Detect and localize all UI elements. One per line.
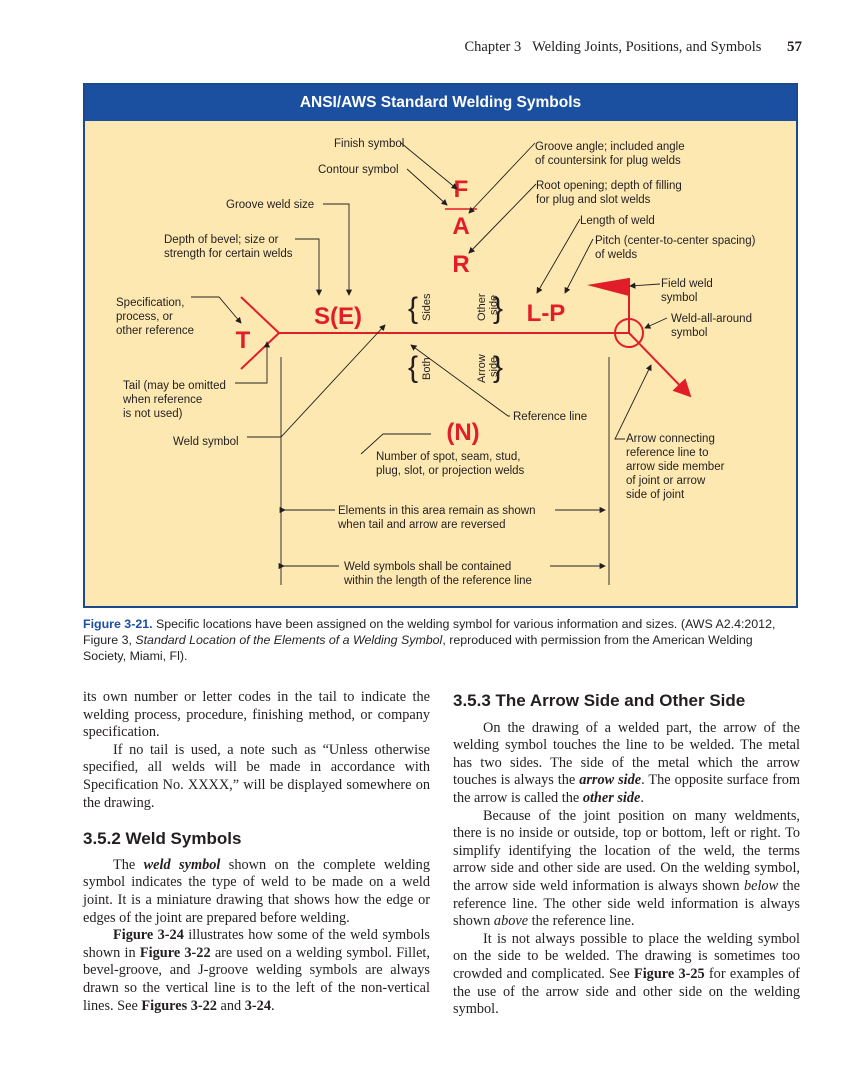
finish-letter-f: F (454, 176, 469, 203)
reference-line-leader (410, 344, 510, 417)
other-side-brace: } (493, 292, 503, 325)
tail-label-2: when reference (122, 394, 202, 406)
contain-label-2: within the length of the reference line (343, 575, 532, 587)
root-opening-label-1: Root opening; depth of filling (536, 180, 682, 192)
finish-leader (400, 142, 458, 190)
groove-angle-label-2: of countersink for plug welds (535, 155, 681, 167)
paragraph-arrow-side: On the drawing of a welded part, the arr… (453, 719, 800, 806)
tail-label-3: is not used) (123, 408, 183, 420)
contour-leader (406, 168, 448, 206)
reference-line-group (240, 278, 692, 398)
arrow-connecting-label-4: of joint or arrow (626, 475, 706, 487)
left-column: its own number or letter codes in the ta… (83, 689, 430, 1015)
running-header: Chapter 3 Welding Joints, Positions, and… (464, 39, 802, 56)
reference-line-label: Reference line (513, 411, 587, 423)
paragraph-crowded: It is not always possible to place the w… (453, 930, 800, 1018)
field-weld-leader (629, 282, 661, 289)
section-heading-3-5-3: 3.5.3 The Arrow Side and Other Side (453, 691, 746, 710)
paragraph-figure-3-24: Figure 3-24 illustrates how some of the … (83, 927, 430, 1014)
paragraph-continued: its own number or letter codes in the ta… (83, 689, 430, 741)
depth-label-1: Depth of bevel; size or (164, 234, 279, 246)
groove-angle-letter-a: A (452, 213, 469, 240)
section-heading-3-5-2: 3.5.2 Weld Symbols (83, 829, 242, 849)
number-leader (360, 433, 431, 455)
depth-label-2: strength for certain welds (164, 248, 293, 260)
size-letters-se: S(E) (314, 303, 362, 330)
pitch-label-2: of welds (595, 249, 637, 261)
caption-text-2: , reproduced with permission from the Am… (83, 633, 753, 663)
both-label: Both (421, 357, 433, 380)
root-opening-label-2: for plug and slot welds (536, 194, 651, 206)
spec-label-2: process, or (116, 311, 173, 323)
depth-leader (295, 238, 323, 296)
groove-weld-size-label: Groove weld size (226, 199, 314, 211)
page-number: 57 (787, 39, 802, 55)
both-brace: { (408, 351, 418, 384)
arrow-connecting-label-3: arrow side member (626, 461, 725, 473)
arrow-side-label: side (488, 357, 500, 377)
figure-label: Figure 3-21. (83, 617, 153, 631)
arrow-connecting-label-2: reference line to (626, 447, 708, 459)
weld-symbol-label: Weld symbol (173, 436, 239, 448)
caption-italic-title: Standard Location of the Elements of a W… (135, 633, 443, 647)
root-opening-letter-r: R (452, 251, 469, 278)
arrow-connecting-label-5: side of joint (626, 489, 685, 501)
figure-title: ANSI/AWS Standard Welding Symbols (85, 85, 796, 121)
weld-all-around-leader (644, 317, 668, 329)
length-of-weld-label: Length of weld (580, 215, 655, 227)
length-leader (536, 218, 581, 294)
pitch-leader (564, 238, 594, 294)
tail-letter-t: T (236, 327, 251, 354)
right-column: 3.5.3 The Arrow Side and Other Side On t… (453, 689, 800, 1019)
contain-label-1: Weld symbols shall be contained (344, 561, 511, 573)
arrow-label: Arrow (476, 354, 488, 383)
paragraph-no-tail: If no tail is used, a note such as “Unle… (83, 741, 430, 811)
field-weld-label-1: Field weld (661, 278, 713, 290)
groove-angle-leader (468, 142, 536, 214)
field-weld-flag (587, 278, 629, 296)
weld-all-around-label-2: symbol (671, 327, 707, 339)
elements-label-1: Elements in this area remain as shown (338, 505, 536, 517)
arrow-line (628, 332, 692, 398)
number-of-welds-label-1: Number of spot, seam, stud, (376, 451, 520, 463)
pitch-label-1: Pitch (center-to-center spacing) (595, 235, 756, 247)
arrow-connecting-label-1: Arrow connecting (626, 433, 715, 445)
number-of-welds-label-2: plug, slot, or projection welds (376, 465, 525, 477)
other-label: Other (476, 293, 488, 321)
chapter-label: Chapter 3 Welding Joints, Positions, and… (464, 39, 762, 55)
length-pitch-letters: L-P (527, 300, 566, 327)
tail-label-1: Tail (may be omitted (123, 380, 226, 392)
caption-text-1: Specific locations have been assigned on… (83, 617, 776, 647)
finish-symbol-label: Finish symbol (334, 138, 404, 150)
welding-symbol-diagram: F A R S(E) T L-P (N) { { } } Sides Both … (116, 138, 756, 587)
root-opening-leader (468, 183, 537, 254)
field-weld-label-2: symbol (661, 292, 697, 304)
weld-all-around-label-1: Weld-all-around (671, 313, 752, 325)
weld-symbol-leader (247, 324, 386, 438)
paragraph-joint-position: Because of the joint position on many we… (453, 807, 800, 930)
arrow-side-brace: } (493, 351, 503, 384)
groove-angle-label-1: Groove angle; included angle (535, 141, 685, 153)
arrow-connecting-leader (614, 364, 652, 440)
figure-caption: Figure 3-21. Specific locations have bee… (83, 616, 799, 664)
other-side-label: side (488, 295, 500, 315)
spec-leader (191, 296, 242, 324)
paragraph-weld-symbol: The weld symbol shown on the complete we… (83, 856, 430, 926)
groove-size-leader (323, 203, 353, 296)
sides-brace: { (408, 292, 418, 325)
tail-lower (240, 332, 280, 370)
spec-label-3: other reference (116, 325, 194, 337)
contour-symbol-label: Contour symbol (318, 164, 399, 176)
welding-symbol-figure: ANSI/AWS Standard Welding Symbols F (83, 83, 798, 608)
elements-label-2: when tail and arrow are reversed (337, 519, 505, 531)
sides-label: Sides (421, 293, 433, 321)
spec-label-1: Specification, (116, 297, 184, 309)
tail-leader (235, 341, 271, 384)
number-of-welds-letters: (N) (446, 419, 479, 446)
tail-upper (240, 296, 280, 334)
